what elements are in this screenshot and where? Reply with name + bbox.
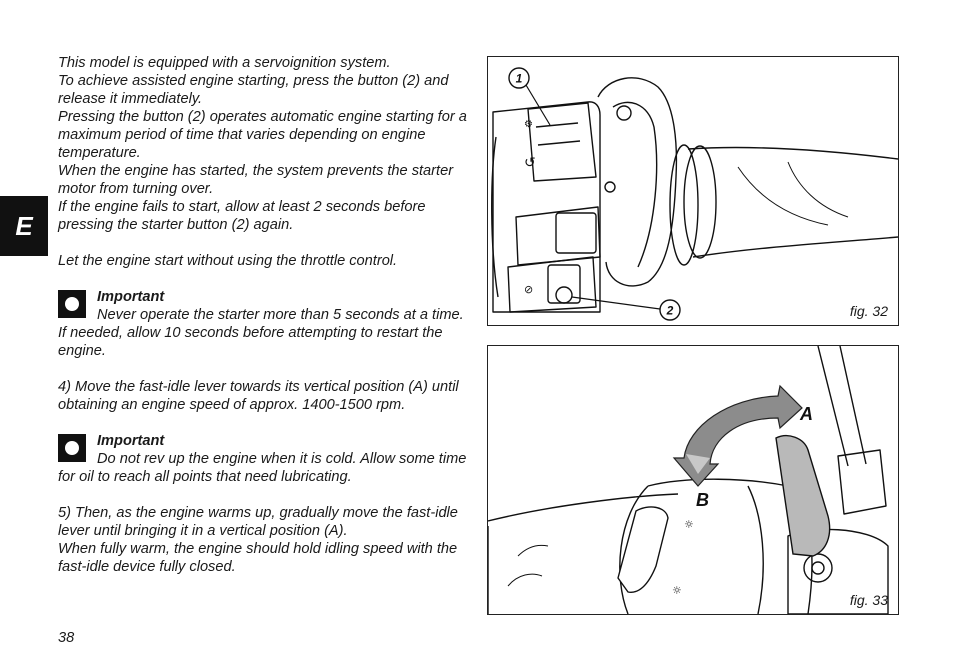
- fast-idle-lever-illustration: ☼ ☼ A B: [488, 346, 889, 614]
- callout-2: 2: [571, 296, 681, 321]
- paragraph: To achieve assisted engine starting, pre…: [58, 73, 449, 107]
- paragraph: If the engine fails to start, allow at l…: [58, 199, 426, 233]
- fast-idle-lever: [775, 434, 831, 557]
- svg-text:⚙: ⚙: [524, 119, 533, 130]
- figure-32: ⚙ ↺ ⊘ 1 2 fig. 32: [487, 56, 899, 326]
- svg-text:↺: ↺: [524, 155, 536, 171]
- text-column: This model is equipped with a servoignit…: [58, 54, 470, 576]
- paragraph: This model is equipped with a servoignit…: [58, 55, 391, 71]
- important-title: Important: [97, 433, 165, 449]
- paragraph: 4) Move the fast-idle lever towards its …: [58, 379, 459, 413]
- svg-text:⊘: ⊘: [524, 283, 533, 296]
- headlight-icon: ☼: [672, 584, 682, 597]
- paragraph: When the engine has started, the system …: [58, 163, 454, 197]
- section-tab: E: [0, 196, 48, 256]
- important-body: Never operate the starter more than 5 se…: [58, 307, 464, 359]
- important-title: Important: [97, 289, 165, 305]
- important-note-1: Important Never operate the starter more…: [58, 288, 470, 360]
- callout-1-label: 1: [516, 72, 523, 86]
- warning-icon: [58, 290, 86, 318]
- important-body: Do not rev up the engine when it is cold…: [58, 451, 467, 485]
- label-a: A: [799, 404, 813, 424]
- figure-caption: fig. 32: [849, 303, 888, 319]
- headlight-icon: ☼: [684, 518, 694, 531]
- label-b: B: [696, 490, 709, 510]
- paragraph: When fully warm, the engine should hold …: [58, 541, 458, 575]
- paragraph: Let the engine start without using the t…: [58, 253, 398, 269]
- handlebar-switch-illustration: ⚙ ↺ ⊘ 1 2: [491, 67, 898, 321]
- figure-33: ☼ ☼ A B fig. 33: [487, 345, 899, 615]
- important-note-2: Important Do not rev up the engine when …: [58, 432, 470, 486]
- callout-1: 1: [508, 67, 551, 126]
- page-number: 38: [58, 630, 75, 646]
- callout-2-label: 2: [666, 304, 674, 318]
- figure-caption: fig. 33: [849, 592, 888, 608]
- paragraph: Pressing the button (2) operates automat…: [58, 109, 467, 161]
- warning-icon: [58, 434, 86, 462]
- paragraph: 5) Then, as the engine warms up, gradual…: [58, 505, 458, 539]
